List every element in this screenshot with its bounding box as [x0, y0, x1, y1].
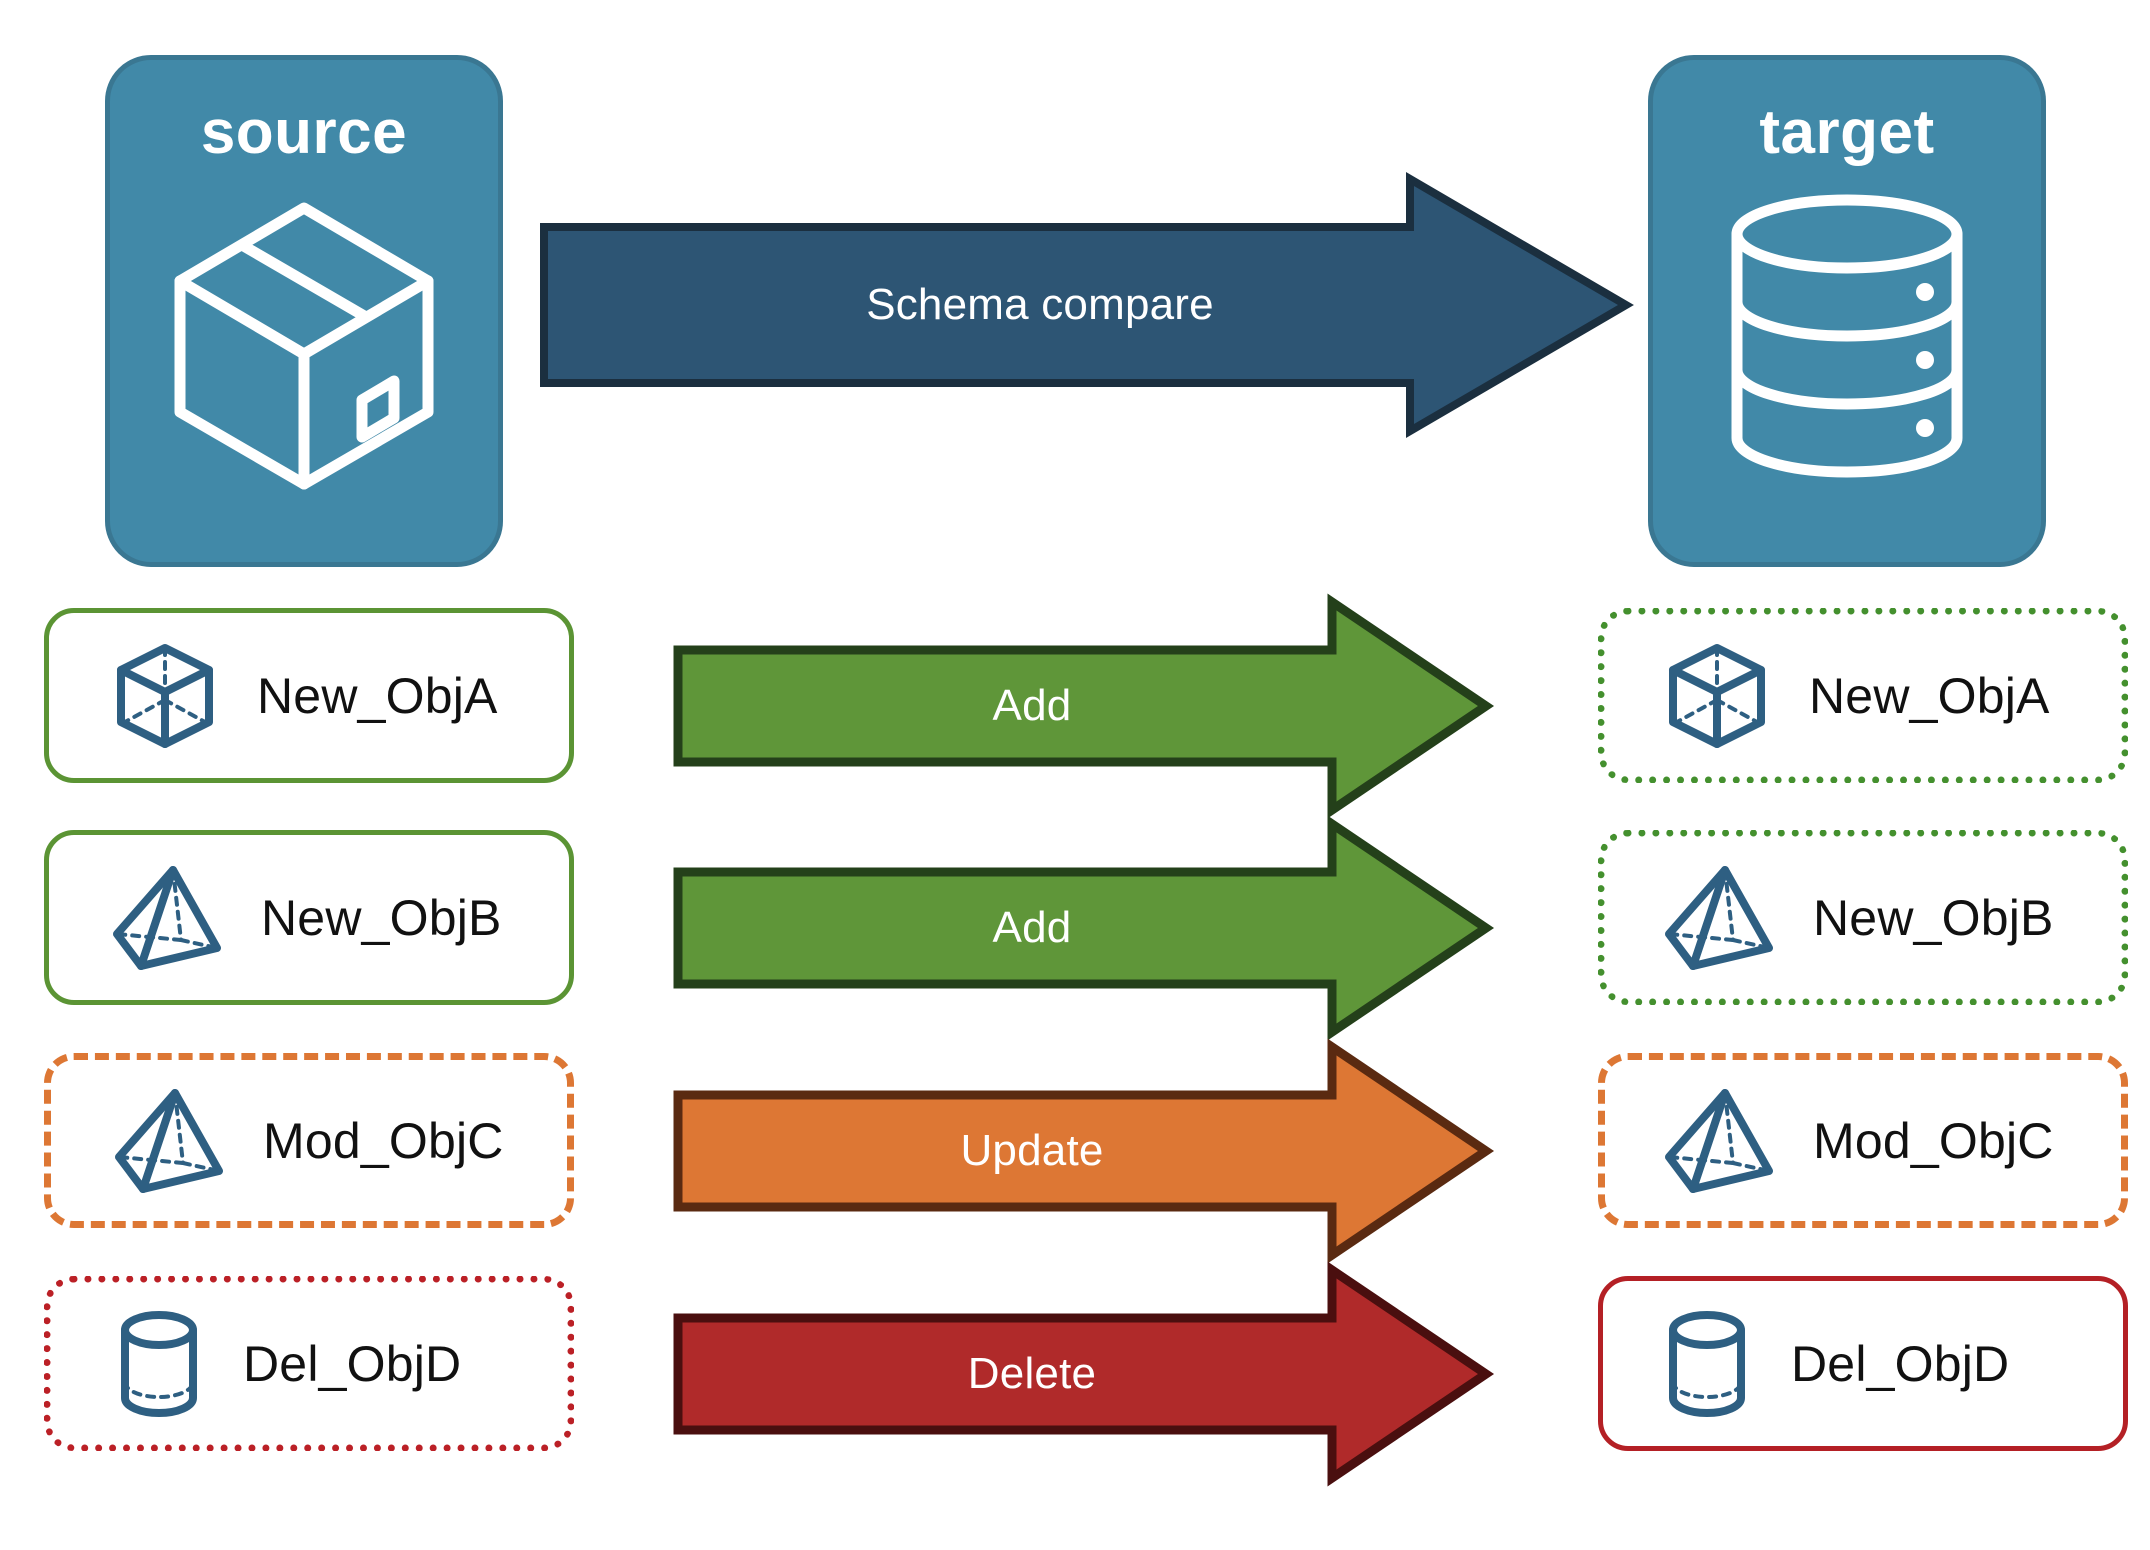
action-arrow-add-1[interactable]: Add: [672, 814, 1495, 1042]
source-object-label-0: New_ObjA: [257, 667, 498, 724]
source-object-label-2: Mod_ObjC: [263, 1112, 504, 1169]
source-endpoint-box[interactable]: source: [105, 55, 503, 567]
action-arrow-label-0: Add: [992, 681, 1072, 730]
source-object-label-3: Del_ObjD: [243, 1335, 462, 1392]
database-cylinder-icon: [1707, 186, 1987, 486]
diff-row-3: Del_ObjD Delete Del_ObjD: [0, 1261, 2150, 1487]
cylinder-wireframe-icon: [113, 1308, 205, 1420]
pyramid-wireframe-icon: [1663, 1085, 1775, 1197]
3d-box-icon: [154, 186, 454, 490]
diff-row-2: Mod_ObjC Update: [0, 1038, 2150, 1264]
pyramid-wireframe-icon: [113, 1085, 225, 1197]
pyramid-wireframe-icon: [1663, 862, 1775, 974]
target-object-label-0: New_ObjA: [1809, 667, 2050, 724]
cube-wireframe-icon: [111, 640, 219, 752]
source-object-card-3[interactable]: Del_ObjD: [44, 1276, 574, 1451]
action-arrow-label-1: Add: [992, 903, 1072, 952]
schema-compare-arrow[interactable]: Schema compare: [540, 172, 1634, 438]
target-object-label-2: Mod_ObjC: [1813, 1112, 2054, 1169]
source-object-label-1: New_ObjB: [261, 889, 502, 946]
source-object-card-0[interactable]: New_ObjA: [44, 608, 574, 783]
cube-wireframe-icon: [1663, 640, 1771, 752]
target-title: target: [1759, 98, 1935, 167]
schema-compare-label: Schema compare: [866, 280, 1214, 329]
diff-row-0: New_ObjA Add: [0, 593, 2150, 819]
action-arrow-update-2[interactable]: Update: [672, 1037, 1495, 1265]
source-object-card-1[interactable]: New_ObjB: [44, 830, 574, 1005]
target-endpoint-box[interactable]: target: [1648, 55, 2046, 567]
diff-row-1: New_ObjB Add: [0, 815, 2150, 1041]
target-object-card-2[interactable]: Mod_ObjC: [1598, 1053, 2128, 1228]
source-title: source: [200, 98, 408, 167]
target-object-label-1: New_ObjB: [1813, 889, 2054, 946]
target-object-card-3[interactable]: Del_ObjD: [1598, 1276, 2128, 1451]
target-object-card-1[interactable]: New_ObjB: [1598, 830, 2128, 1005]
action-arrow-delete-3[interactable]: Delete: [672, 1260, 1495, 1488]
action-arrow-label-3: Delete: [967, 1349, 1097, 1398]
action-arrow-add-0[interactable]: Add: [672, 592, 1495, 820]
target-object-card-0[interactable]: New_ObjA: [1598, 608, 2128, 783]
cylinder-wireframe-icon: [1661, 1308, 1753, 1420]
action-arrow-label-2: Update: [960, 1126, 1104, 1175]
target-object-label-3: Del_ObjD: [1791, 1335, 2010, 1392]
source-object-card-2[interactable]: Mod_ObjC: [44, 1053, 574, 1228]
pyramid-wireframe-icon: [111, 862, 223, 974]
